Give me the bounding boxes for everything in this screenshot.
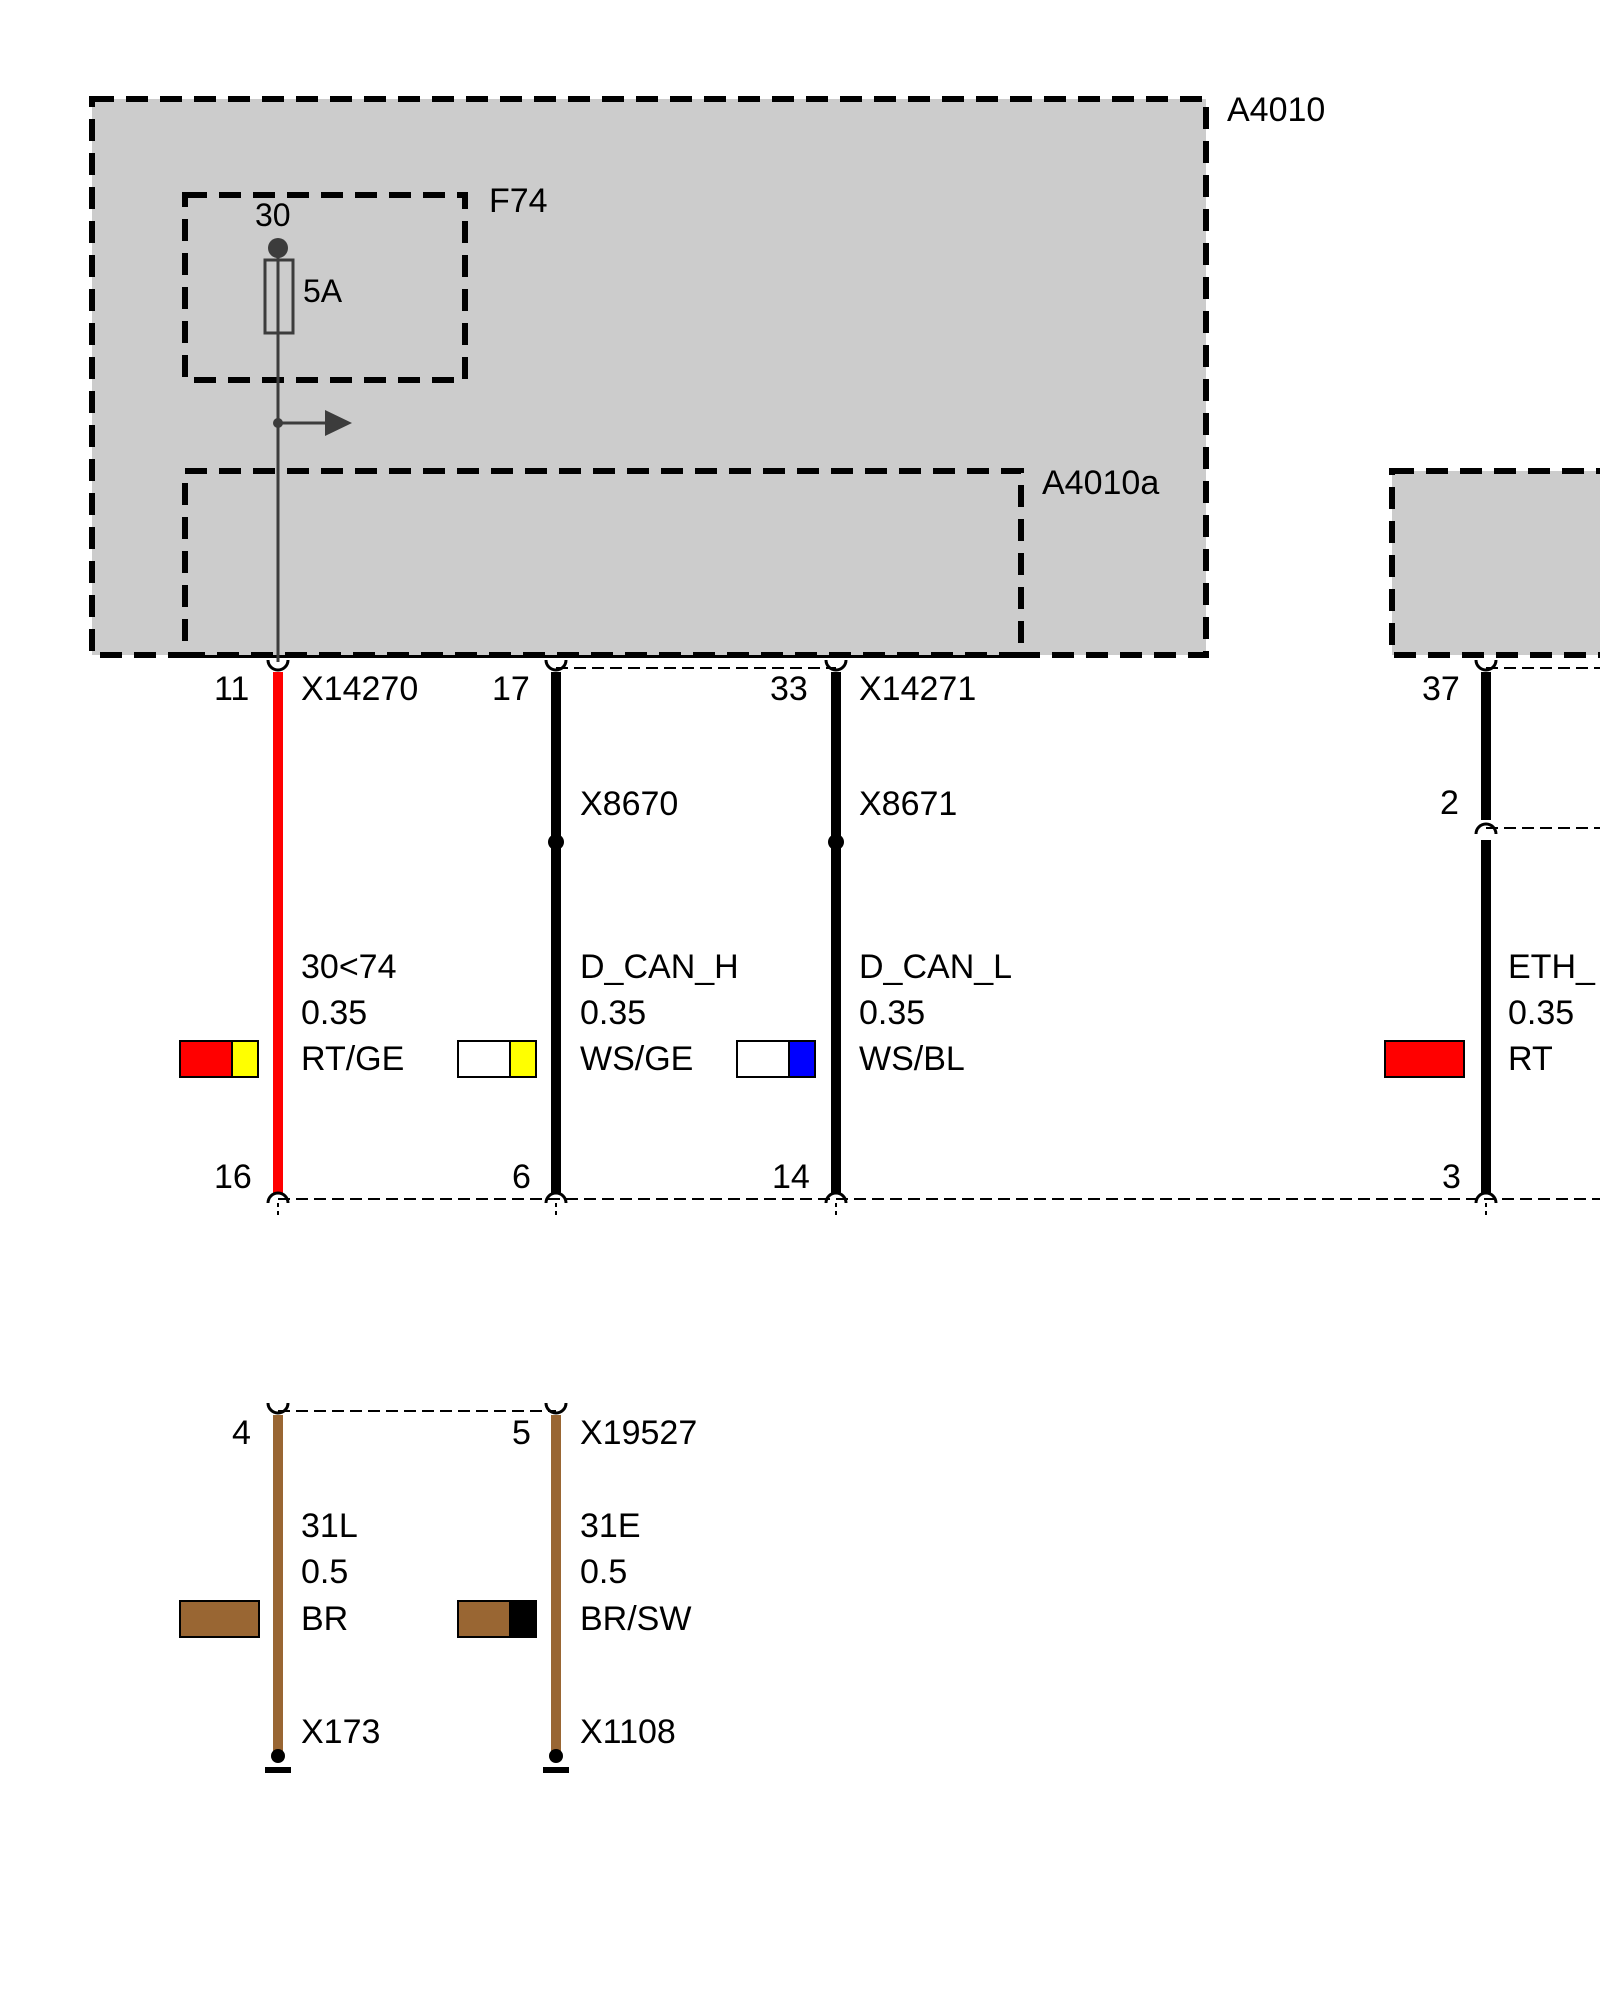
module-a4010-label: A4010 — [1227, 91, 1325, 129]
wire-gauge: 0.35 — [859, 994, 925, 1032]
splice-x8670-node — [548, 834, 564, 850]
swatch-br-sw — [457, 1600, 537, 1638]
wire-color-code: BR/SW — [580, 1600, 691, 1638]
wire-signal: 31L — [301, 1507, 358, 1545]
ground-x1108-node — [549, 1749, 563, 1763]
splice-x8671-node — [828, 834, 844, 850]
module-a4010a-label: A4010a — [1042, 464, 1159, 502]
pin-label-2: 2 — [1440, 784, 1459, 822]
pin-label-33: 33 — [770, 670, 808, 708]
wire-signal: ETH_ — [1508, 948, 1596, 986]
pin-label-11: 11 — [214, 670, 249, 708]
wire-color-code: BR — [301, 1600, 348, 1638]
pin-4-symbol — [266, 1402, 290, 1415]
module-a4010a-box — [182, 468, 1024, 658]
pin-6-symbol — [544, 1191, 568, 1204]
wire-info-30-74: 30<74 0.35 RT/GE — [301, 948, 404, 1078]
connector-x14271-label: X14271 — [859, 670, 976, 708]
wire-signal: D_CAN_L — [859, 948, 1012, 986]
pin-14-symbol — [824, 1191, 848, 1204]
connector-x1108-label: X1108 — [580, 1713, 676, 1751]
pin-33-symbol — [824, 659, 848, 672]
swatch-ws-bl — [736, 1040, 816, 1078]
swatch-br — [179, 1600, 260, 1638]
wire-signal: D_CAN_H — [580, 948, 739, 986]
pin-label-3: 3 — [1442, 1158, 1461, 1196]
wire-signal: 30<74 — [301, 948, 397, 986]
wire-gauge: 0.5 — [301, 1553, 348, 1591]
swatch-rt-ge — [179, 1040, 259, 1078]
wire-gauge: 0.35 — [1508, 994, 1574, 1032]
wire-color-code: RT/GE — [301, 1040, 404, 1078]
ground-x1108-symbol — [543, 1767, 569, 1773]
fuse-box-f74-label: F74 — [489, 182, 548, 220]
fuse-rating-label: 5A — [303, 273, 343, 309]
connector-x14270-label: X14270 — [301, 670, 418, 708]
pin-label-14: 14 — [772, 1158, 810, 1196]
pin-5-symbol — [544, 1402, 568, 1415]
wire-color-code: RT — [1508, 1040, 1553, 1078]
pin-17-symbol — [544, 659, 568, 672]
wire-gauge: 0.5 — [580, 1553, 627, 1591]
pin-label-4: 4 — [232, 1414, 251, 1452]
connector-x19527-label: X19527 — [580, 1414, 697, 1452]
pin-16-symbol — [266, 1191, 290, 1204]
pin-label-16: 16 — [214, 1158, 252, 1196]
wire-color-code: WS/BL — [859, 1040, 965, 1078]
pin-label-37: 37 — [1422, 670, 1460, 708]
branch-arrow-head — [325, 410, 352, 436]
pin-label-5: 5 — [512, 1414, 531, 1452]
wire-gauge: 0.35 — [301, 994, 367, 1032]
connector-x173-label: X173 — [301, 1713, 380, 1751]
swatch-rt — [1384, 1040, 1465, 1078]
wire-signal: 31E — [580, 1507, 641, 1545]
wire-info-d-can-h: D_CAN_H 0.35 WS/GE — [580, 948, 739, 1078]
wire-color-code: WS/GE — [580, 1040, 693, 1078]
wire-info-d-can-l: D_CAN_L 0.35 WS/BL — [859, 948, 1012, 1078]
pin-label-6: 6 — [512, 1158, 531, 1196]
wire-gauge: 0.35 — [580, 994, 646, 1032]
module-right-box — [1389, 468, 1600, 658]
connector-x8670-label: X8670 — [580, 785, 678, 823]
pin-3-symbol — [1474, 1191, 1498, 1204]
fuse-terminal-label: 30 — [255, 197, 291, 233]
fuse-box-f74 — [182, 192, 468, 383]
pin-37-symbol — [1474, 659, 1498, 672]
wire-info-31l: 31L 0.5 BR — [301, 1507, 358, 1638]
swatch-ws-ge — [457, 1040, 537, 1078]
ground-x173-node — [271, 1749, 285, 1763]
wire-info-eth: ETH_ 0.35 RT — [1508, 948, 1596, 1078]
wire-info-31e: 31E 0.5 BR/SW — [580, 1507, 691, 1638]
pin-2-symbol — [1474, 822, 1498, 835]
pin-11-symbol — [266, 659, 290, 672]
connector-x8671-label: X8671 — [859, 785, 957, 823]
pin-label-17: 17 — [492, 670, 530, 708]
ground-x173-symbol — [265, 1767, 291, 1773]
